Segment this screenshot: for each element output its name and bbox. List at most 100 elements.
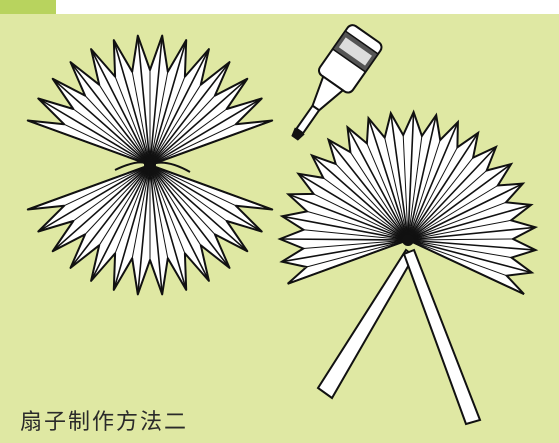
pleat-fold-line (27, 119, 151, 166)
round-fan-hub (402, 234, 414, 246)
pleat-fold-line (407, 147, 458, 241)
pleat-fold-line (311, 154, 409, 241)
pleat-fold-line (303, 229, 409, 241)
pleat-fold-line (131, 71, 151, 166)
pleat-fold-line (390, 113, 409, 241)
pleat-fold-line (335, 163, 409, 241)
pleat-fold-line (367, 117, 409, 241)
pleat-fold-line (137, 35, 151, 166)
pleat-fold-line (407, 182, 524, 241)
pleat-fold-line (84, 95, 151, 166)
pleat-fold-line (149, 78, 248, 166)
pleat-fold-line (407, 132, 479, 241)
pleat-fold-line (303, 239, 409, 249)
pleat-fold-line (149, 164, 186, 254)
pleat-fold-line (52, 78, 151, 166)
pleat-fold-line (149, 35, 163, 166)
pleat-fold-line (137, 164, 151, 295)
pleat-fold-line (149, 164, 187, 291)
pleat-fold-line (149, 76, 186, 166)
pleat-fold-line (149, 48, 210, 166)
glue-bottle (291, 24, 383, 141)
corner-tab (0, 0, 56, 14)
pleat-fold-line (114, 164, 151, 254)
pleat-fold-line (306, 210, 409, 241)
pleat-fold-line (114, 76, 151, 166)
pleat-fold-line (407, 157, 474, 241)
pleat-fold-line (407, 204, 532, 241)
pleat-fold-line (313, 193, 409, 241)
caption: 扇子制作方法二 (20, 410, 189, 435)
pleat-fold-line (407, 146, 497, 241)
pleat-fold-line (149, 164, 227, 222)
pleat-fold-line (52, 164, 151, 252)
pleat-fold-line (27, 164, 151, 211)
pleat-fold-line (346, 126, 409, 241)
pleat-fold-line (407, 201, 507, 241)
round-fan-handle-right (402, 248, 482, 426)
pleat-fold-line (282, 215, 409, 241)
pleat-fold-line (279, 238, 409, 241)
pleat-fold-line (131, 164, 151, 259)
pleat-fold-line (37, 97, 151, 166)
pleat-fold-line (306, 239, 409, 268)
pleat-fold-line (90, 164, 151, 282)
pleat-fold-line (407, 185, 499, 241)
pleat-fold-line (63, 123, 151, 166)
pleat-fold-line (149, 164, 237, 207)
pleat-fold-line (149, 39, 187, 166)
pleat-fold-line (98, 84, 151, 166)
pleat-fold-line (73, 108, 151, 166)
pleat-fold-line (407, 239, 533, 274)
pleat-fold-line (407, 219, 512, 241)
pleat-fold-line (149, 108, 227, 166)
pleat-fold-line (149, 95, 216, 166)
pleat-fold-line (149, 119, 273, 166)
pleat-fold-line (407, 239, 512, 259)
pleat-fold-line (98, 164, 151, 246)
pleat-fold-line (327, 139, 409, 241)
pleat-fold-line (149, 164, 231, 269)
pleat-fold-line (69, 164, 151, 269)
round-fan-pleats (277, 109, 539, 296)
pleat-fold-line (149, 164, 163, 295)
pleat-fold-line (149, 164, 210, 282)
pleat-fold-line (149, 164, 216, 235)
top-white-strip (56, 0, 559, 14)
pleat-fold-line (149, 164, 202, 246)
pleat-fold-line (366, 143, 409, 241)
pleat-fold-line (402, 135, 409, 241)
bow-fan-knot (144, 159, 156, 171)
pleat-fold-line (69, 61, 151, 166)
pleat-fold-line (288, 193, 409, 241)
pleat-fold-line (149, 123, 237, 166)
pleat-fold-line (149, 84, 202, 166)
bow-fan-upper-wedge (26, 34, 274, 166)
pleat-fold-line (407, 239, 525, 295)
bow-fan (26, 34, 274, 296)
pleat-fold-line (287, 239, 409, 285)
pleat-fold-line (407, 112, 415, 241)
pleat-fold-line (407, 163, 512, 241)
pleat-fold-line (149, 97, 263, 166)
pleat-fold-line (149, 164, 248, 252)
pleat-fold-line (63, 164, 151, 207)
pleat-fold-line (407, 135, 423, 241)
pleat-fold-line (90, 48, 151, 166)
pleat-fold-line (323, 177, 409, 241)
pleat-fold-line (407, 139, 441, 241)
pleat-fold-line (407, 239, 536, 251)
pleat-fold-line (84, 164, 151, 235)
pleat-fold-line (73, 164, 151, 222)
bow-fan-lower-wedge (26, 164, 274, 296)
pleat-fold-line (407, 239, 507, 277)
pleat-fold-line (297, 173, 409, 241)
pleat-fold-line (113, 39, 151, 166)
pleat-fold-line (407, 238, 514, 241)
pleat-fold-line (407, 114, 437, 241)
pleat-fold-line (349, 151, 409, 241)
pleat-fold-line (149, 164, 169, 259)
pleat-fold-line (149, 61, 231, 166)
